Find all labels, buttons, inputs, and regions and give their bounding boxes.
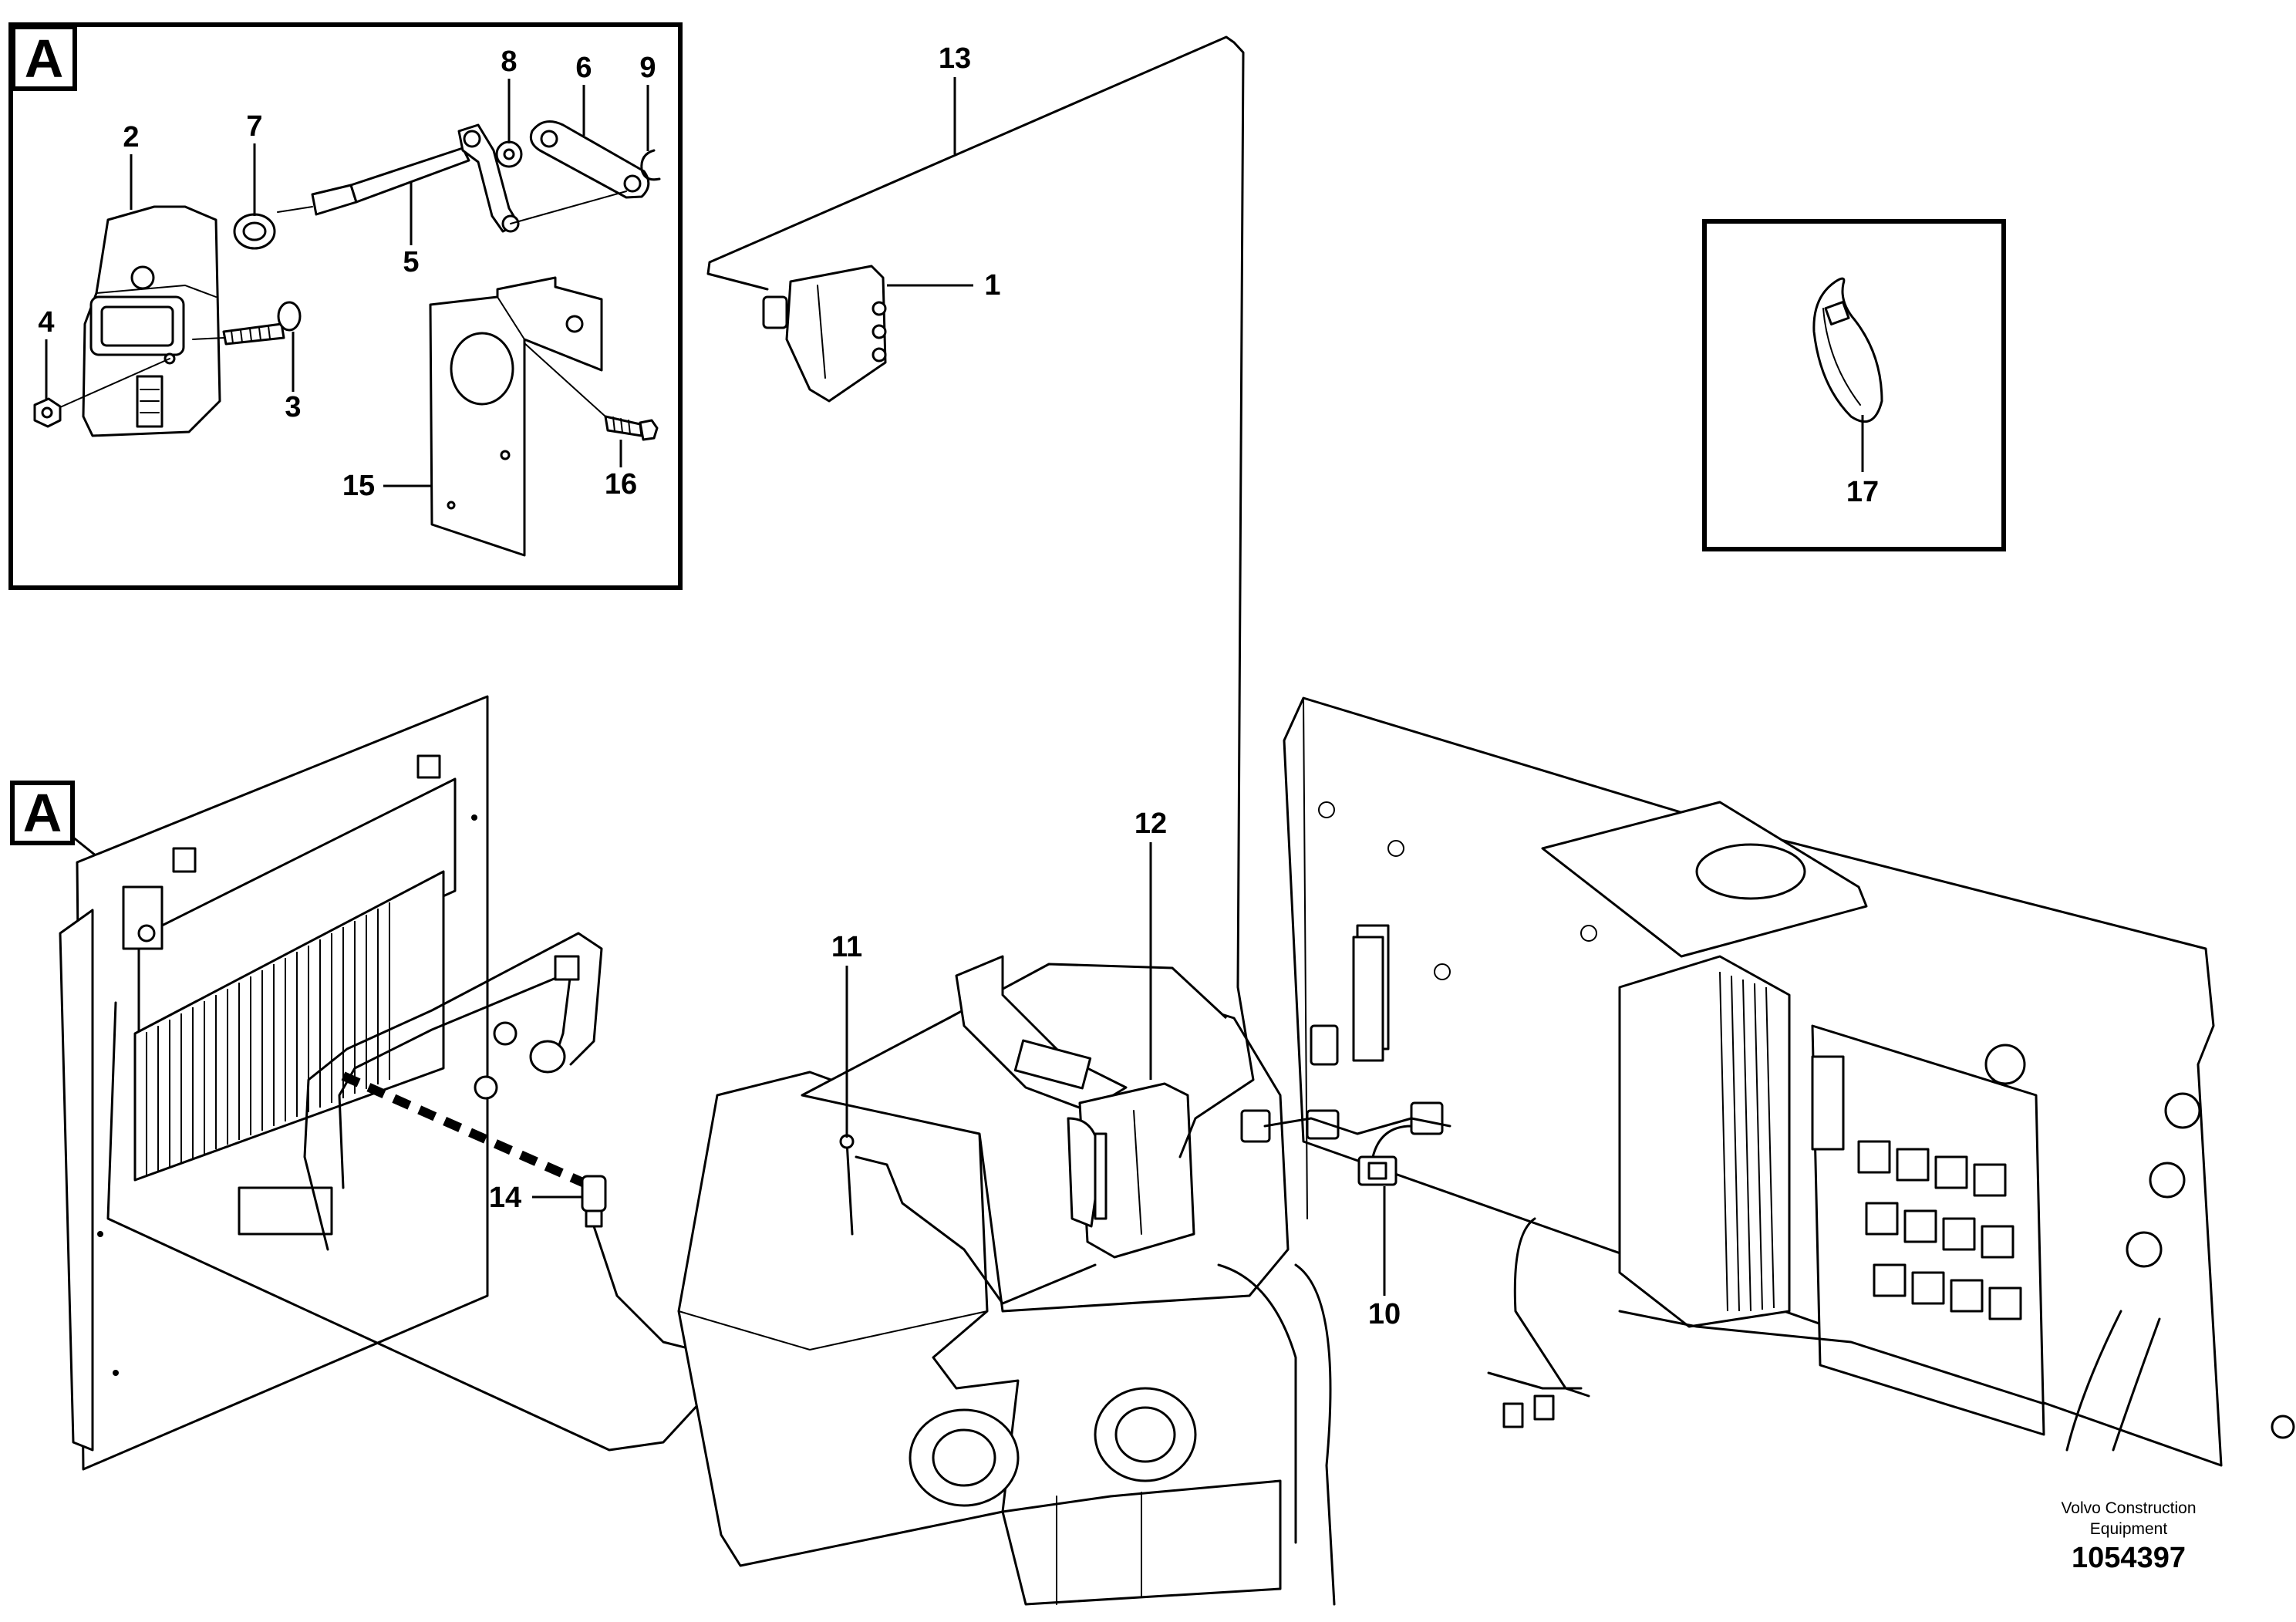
svg-text:15: 15 (342, 470, 375, 502)
svg-text:2: 2 (123, 121, 139, 153)
svg-text:14: 14 (489, 1182, 521, 1214)
svg-text:7: 7 (246, 110, 262, 143)
callout-14: 14 (489, 1182, 582, 1214)
inset-a-tag (11, 25, 77, 91)
callout-8: 8 (501, 46, 518, 143)
callout-12: 12 (1135, 808, 1167, 1080)
callout-7: 7 (246, 110, 263, 216)
callout-2: 2 (123, 121, 140, 210)
callout-1: 1 (887, 269, 1001, 302)
heater-unit (677, 955, 1336, 1606)
cable-tie-frame (1702, 219, 2006, 551)
detail-inset-a: A (8, 22, 683, 590)
nut (33, 358, 170, 428)
refrigerant-pipes (303, 932, 603, 1251)
inset-a-letter: A (25, 29, 64, 89)
condenser-fins (146, 902, 390, 1176)
linkage-rod (277, 123, 520, 233)
inset-a-frame (8, 22, 683, 590)
mounting-bracket (429, 276, 603, 557)
pressure-sensor (581, 1175, 607, 1228)
bushing (233, 213, 276, 250)
retaining-clip (640, 149, 661, 181)
svg-text:11: 11 (831, 931, 862, 963)
callout-15: 15 (342, 470, 432, 502)
callout-5: 5 (403, 182, 420, 278)
svg-text:13: 13 (939, 42, 971, 75)
washer (495, 140, 523, 168)
credit-line-2: Equipment (2090, 1520, 2168, 1538)
actuator-motor (82, 205, 221, 437)
credit-line-1: Volvo Construction (2061, 1499, 2196, 1517)
switch-harness (706, 35, 1255, 1158)
svg-text:1: 1 (984, 269, 1000, 302)
svg-text:3: 3 (285, 391, 301, 423)
harness-connectors (1240, 936, 1451, 1143)
condenser-panel (59, 695, 489, 1471)
svg-text:12: 12 (1135, 808, 1167, 840)
callout-4: 4 (38, 306, 55, 400)
callout-16: 16 (605, 440, 637, 501)
callout-10: 10 (1368, 1186, 1401, 1330)
cable-tie-inset: 17 (1702, 219, 2006, 551)
svg-text:8: 8 (501, 46, 517, 78)
callout-3: 3 (285, 332, 302, 423)
svg-text:9: 9 (639, 52, 656, 84)
screw-16 (524, 342, 659, 441)
cable-tie (1812, 277, 1883, 423)
svg-text:4: 4 (38, 306, 54, 339)
footer-credit: Volvo Construction Equipment 1054397 (2061, 1499, 2196, 1574)
svg-text:10: 10 (1368, 1298, 1401, 1330)
sensor-harness (592, 1225, 696, 1351)
callout-9: 9 (639, 52, 656, 151)
view-a-marker: A (10, 781, 127, 883)
control-unit (1067, 1082, 1195, 1259)
relay-grid (1857, 1140, 2022, 1320)
ac-switch (762, 265, 887, 403)
svg-text:6: 6 (575, 52, 592, 84)
svg-text:5: 5 (403, 246, 419, 278)
svg-text:A: A (23, 783, 62, 843)
callout-11: 11 (831, 931, 862, 1138)
callout-13: 13 (939, 42, 971, 154)
callout-17: 17 (1846, 415, 1879, 508)
sensor-dashed-harness (341, 1071, 588, 1189)
electrical-box (1283, 696, 2295, 1467)
svg-text:16: 16 (605, 468, 637, 501)
heatsink-fins (1719, 971, 1775, 1312)
link-arm (510, 120, 650, 224)
callout-6: 6 (575, 52, 592, 136)
screw-3 (192, 301, 302, 346)
svg-text:17: 17 (1846, 476, 1879, 508)
drawing-number: 1054397 (2072, 1542, 2186, 1574)
